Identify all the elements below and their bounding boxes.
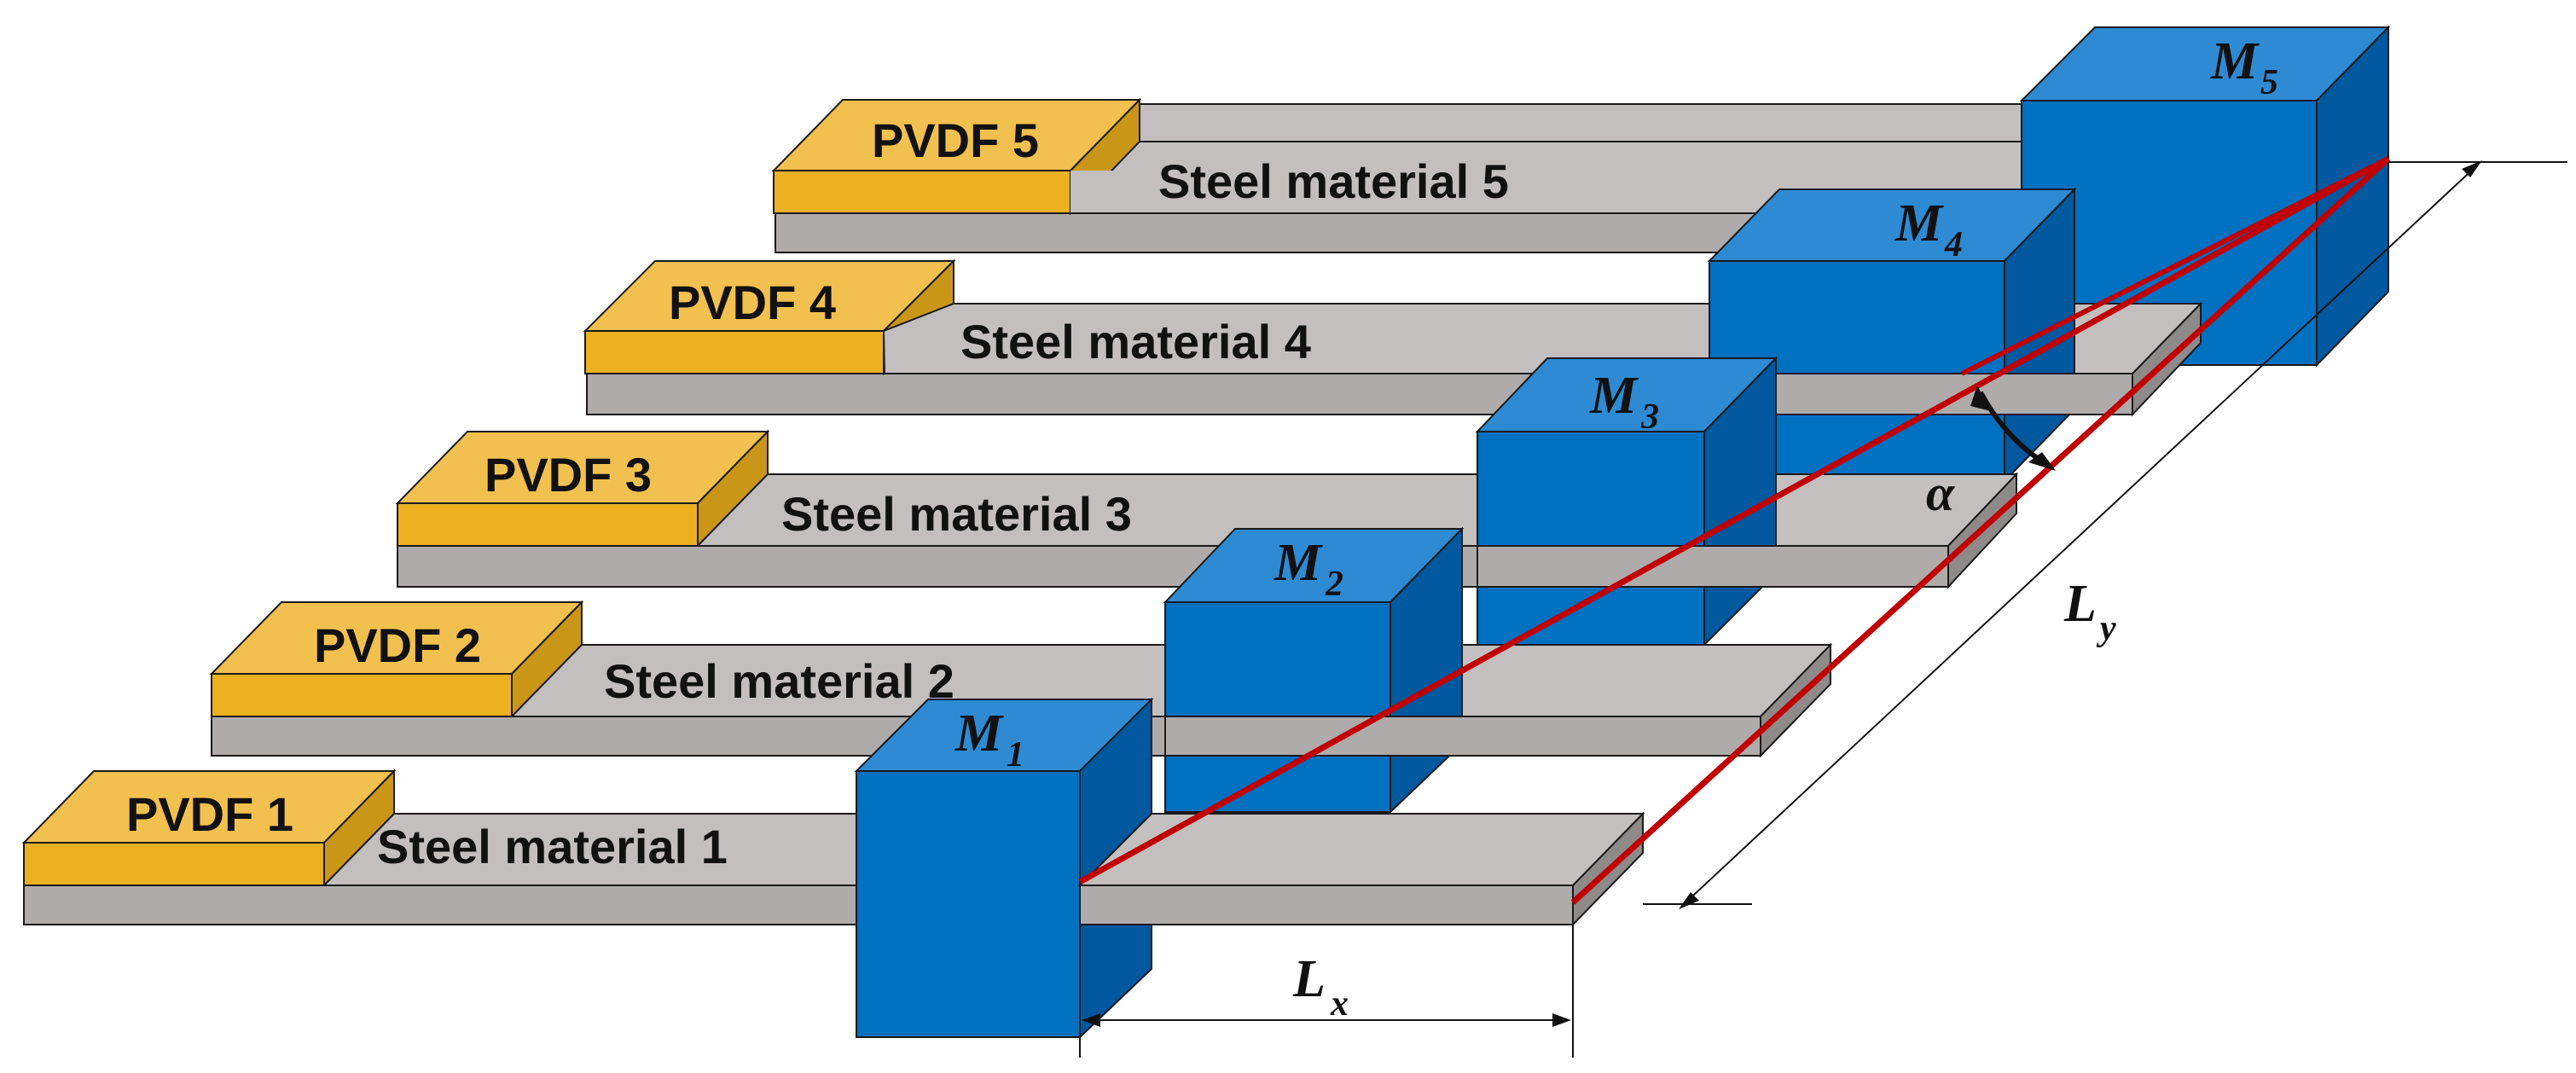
pvdf-front-2 [211,673,513,717]
mass-1-subscript: 1 [1007,735,1024,774]
mass-3-front [1477,431,1705,646]
angle-alpha: α [1926,386,2056,521]
pvdf-front-3 [397,502,699,547]
pvdf-label-4: PVDF 4 [669,276,836,329]
steel-label-2: Steel material 2 [604,654,954,708]
red-line-edge [1570,156,2391,905]
mass-5-subscript: 5 [2260,63,2278,102]
mass-2-front [1164,601,1391,813]
mass-1-front [856,770,1081,1038]
mass-1-symbol: M [954,705,1004,763]
pvdf-front-1 [23,842,325,886]
strip-5: PVDF 5 Steel material 5 [771,97,2108,253]
pvdf-front-4 [584,330,885,374]
lx-subscript: x [1330,984,1349,1024]
ly-arrow-top [2462,160,2482,177]
lx-symbol: L [1292,950,1326,1008]
mass-3: M 3 [1475,356,1949,647]
red-line-diagonal [1078,155,2390,885]
angle-arrowhead-top [1970,386,1991,411]
lx-arrow-left [1082,1013,1100,1027]
steel-label-5: Steel material 5 [1158,154,1509,208]
mass-2: M 2 [1163,526,1761,815]
mass-1-steel-top [1077,813,1645,886]
mass-2-steel-band [1164,716,1761,757]
mass-5-symbol: M [2210,32,2260,90]
dimension-lx: L x [1079,887,1574,1058]
angle-arrowhead-bottom [2028,452,2056,471]
ly-arrow-bottom [1679,892,1699,909]
ly-symbol: L [2063,575,2097,633]
mass-3-symbol: M [1589,367,1639,425]
pvdf-front-5 [773,170,1071,214]
pvdf-label-2: PVDF 2 [314,618,481,672]
pvdf-label-1: PVDF 1 [126,787,293,841]
steel-label-1: Steel material 1 [377,820,728,873]
steel-label-3: Steel material 3 [781,487,1132,541]
mass-3-steel-band [1477,545,1949,588]
steel-label-4: Steel material 4 [960,315,1311,368]
mass-2-symbol: M [1273,534,1323,592]
ly-subscript: y [2096,609,2116,648]
mass-3-subscript: 3 [1640,397,1659,437]
red-triangle-lines [1078,155,2391,905]
dimension-ly: L y [1643,160,2567,909]
pvdf-label-5: PVDF 5 [872,113,1039,167]
mass-1-steel-band [1079,884,1574,925]
ly-dimension-line [1681,163,2480,907]
alpha-symbol: α [1926,465,1955,521]
mass-5: M 5 [2019,25,2391,368]
lx-arrow-right [1552,1013,1571,1027]
pvdf-label-3: PVDF 3 [484,448,652,502]
mass-4-symbol: M [1894,194,1944,252]
mass-1: M 1 [854,697,1645,1040]
mass-2-subscript: 2 [1325,565,1343,604]
red-line-top [1960,156,2390,376]
mass-4-subscript: 4 [1944,225,1963,264]
